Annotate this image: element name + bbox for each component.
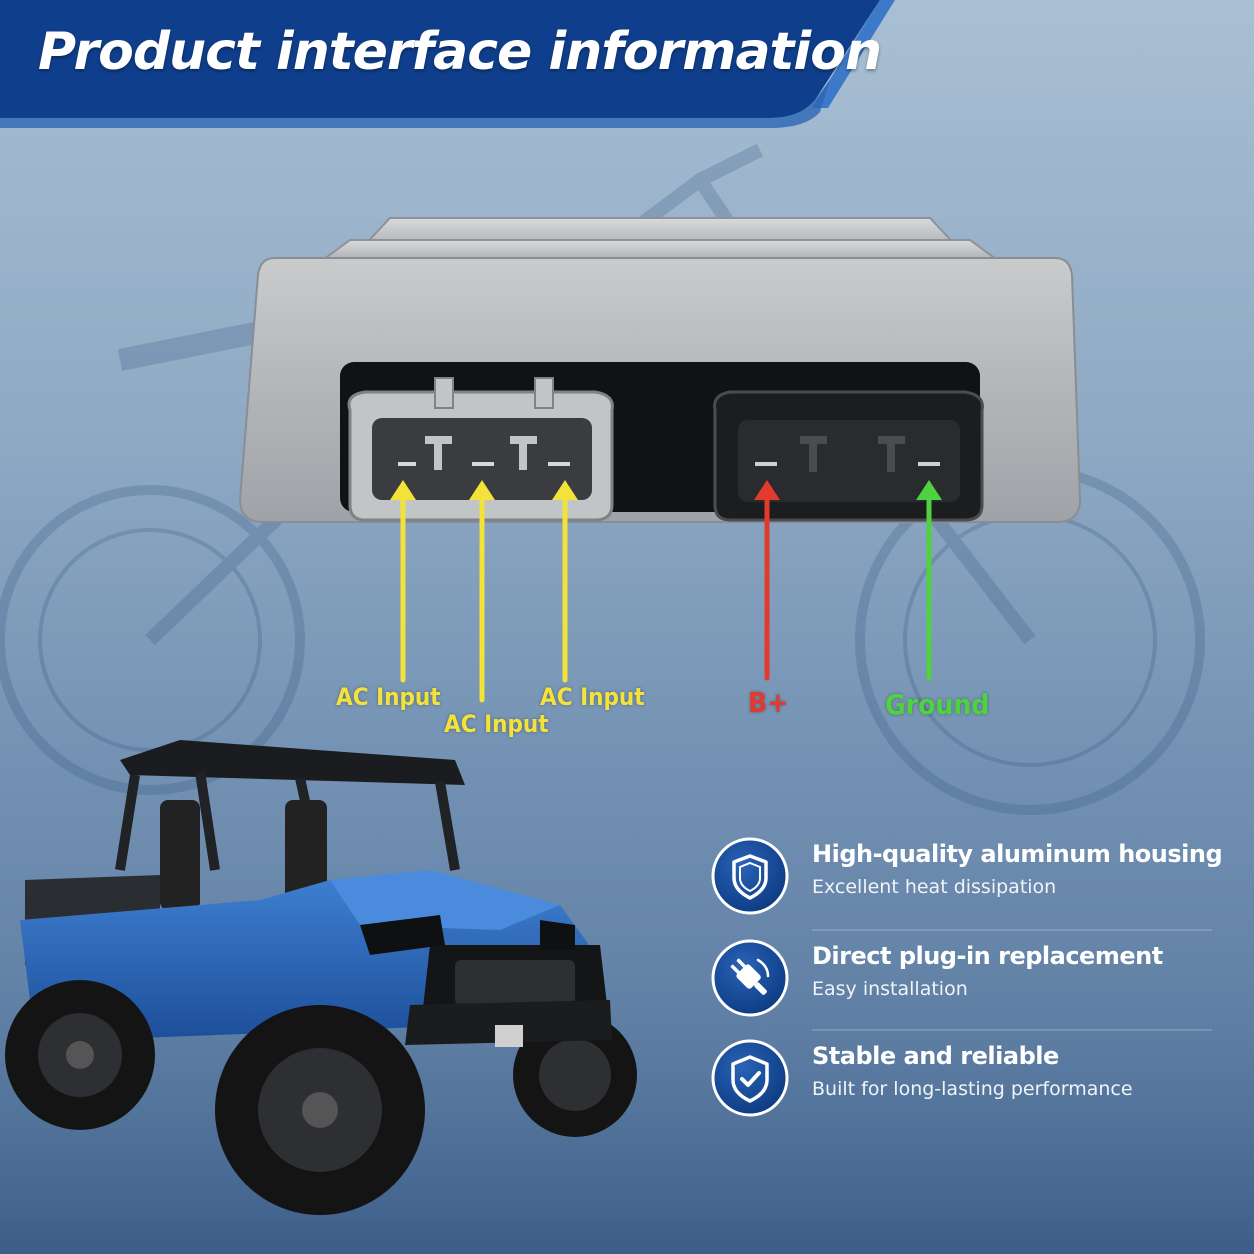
pin-label-b-plus: B+ [748, 686, 789, 719]
feature-title: Stable and reliable [812, 1042, 1059, 1070]
plug-icon [711, 939, 789, 1017]
feature-title: High-quality aluminum housing [812, 840, 1223, 868]
pin-arrows [390, 480, 942, 703]
regulator-module [238, 217, 1082, 523]
feature-subtitle: Easy installation [812, 978, 968, 1000]
feature-title: Direct plug-in replacement [812, 942, 1163, 970]
shield-check-icon [711, 1039, 789, 1117]
feature-item: Stable and reliable Built for long-lasti… [710, 1038, 1210, 1122]
shield-icon [711, 837, 789, 915]
pin-label-ac-input-3: AC Input [540, 683, 645, 711]
page-title: Product interface information [38, 22, 882, 82]
pin-label-ac-input-1: AC Input [336, 683, 441, 711]
feature-subtitle: Built for long-lasting performance [812, 1078, 1133, 1100]
pin-label-ground: Ground [885, 688, 990, 721]
utv-vehicle [5, 740, 637, 1215]
pin-label-ac-input-2: AC Input [444, 710, 549, 738]
feature-subtitle: Excellent heat dissipation [812, 876, 1057, 898]
feature-item: High-quality aluminum housing Excellent … [710, 836, 1223, 920]
feature-item: Direct plug-in replacement Easy installa… [710, 938, 1210, 1022]
